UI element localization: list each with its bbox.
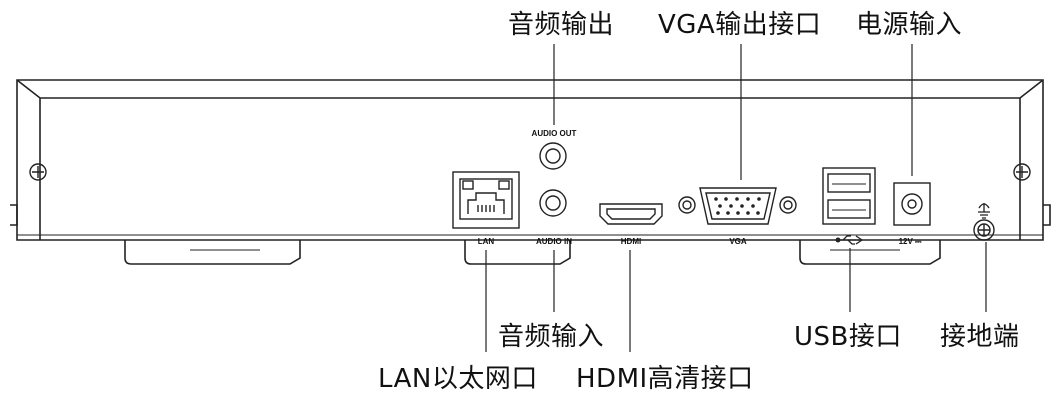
callout-power-in: 电源输入 (856, 10, 963, 40)
callout-vga-out: VGA输出接口 (658, 10, 822, 40)
callout-audio-out: 音频输出 (508, 10, 615, 40)
audio-out-label: AUDIO OUT (532, 129, 577, 138)
left-screw (29, 163, 47, 181)
vga-port (678, 187, 797, 225)
lan-port (452, 171, 520, 229)
callout-audio-in: 音频输入 (498, 322, 605, 352)
vga-port-label: VGA (729, 237, 747, 246)
lan-port-label: LAN (478, 237, 495, 246)
hdmi-port-label: HDMI (621, 237, 641, 246)
chassis (10, 79, 1051, 265)
callout-lan: LAN以太网口 (378, 364, 538, 394)
ground-screw (973, 219, 995, 241)
callout-hdmi: HDMI高清接口 (576, 364, 754, 394)
audio-out-jack (539, 142, 567, 170)
leader-lines (485, 44, 987, 352)
power-label: 12V ⎓ (899, 237, 922, 246)
audio-in-jack (539, 189, 567, 217)
audio-in-label: AUDIO IN (536, 237, 572, 246)
usb-ports (822, 167, 876, 225)
right-screw (1013, 163, 1031, 181)
hdmi-port (599, 203, 663, 225)
power-jack (893, 182, 931, 226)
usb-icon (835, 235, 864, 245)
callout-usb: USB接口 (794, 322, 902, 352)
ground-icon (978, 203, 990, 219)
callout-ground: 接地端 (940, 322, 1020, 352)
